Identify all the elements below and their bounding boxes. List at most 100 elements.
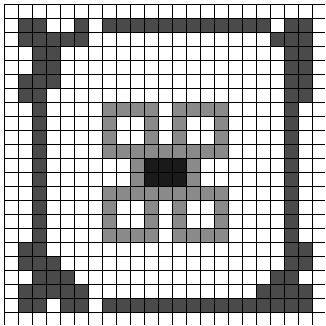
grid-cell[interactable]: [271, 215, 284, 228]
grid-cell[interactable]: [145, 173, 158, 186]
grid-cell[interactable]: [285, 75, 298, 88]
grid-cell[interactable]: [299, 103, 312, 116]
grid-cell[interactable]: [215, 19, 228, 32]
grid-cell[interactable]: [117, 103, 130, 116]
grid-cell[interactable]: [257, 19, 270, 32]
grid-cell[interactable]: [145, 47, 158, 60]
grid-cell[interactable]: [19, 61, 32, 74]
grid-cell[interactable]: [75, 201, 88, 214]
grid-cell[interactable]: [19, 285, 32, 298]
grid-cell[interactable]: [215, 5, 228, 18]
grid-cell[interactable]: [271, 89, 284, 102]
grid-cell[interactable]: [47, 285, 60, 298]
grid-cell[interactable]: [257, 5, 270, 18]
grid-cell[interactable]: [145, 75, 158, 88]
grid-cell[interactable]: [257, 285, 270, 298]
grid-cell[interactable]: [187, 159, 200, 172]
grid-cell[interactable]: [89, 271, 102, 284]
grid-cell[interactable]: [271, 103, 284, 116]
grid-cell[interactable]: [47, 271, 60, 284]
grid-cell[interactable]: [201, 89, 214, 102]
grid-cell[interactable]: [131, 47, 144, 60]
grid-cell[interactable]: [75, 75, 88, 88]
grid-cell[interactable]: [299, 5, 312, 18]
grid-cell[interactable]: [159, 257, 172, 270]
grid-cell[interactable]: [215, 285, 228, 298]
grid-cell[interactable]: [173, 257, 186, 270]
grid-cell[interactable]: [75, 19, 88, 32]
grid-cell[interactable]: [313, 243, 326, 256]
grid-cell[interactable]: [201, 201, 214, 214]
grid-cell[interactable]: [75, 243, 88, 256]
grid-cell[interactable]: [271, 187, 284, 200]
grid-cell[interactable]: [243, 243, 256, 256]
grid-cell[interactable]: [271, 159, 284, 172]
grid-cell[interactable]: [257, 215, 270, 228]
grid-cell[interactable]: [215, 173, 228, 186]
grid-cell[interactable]: [89, 75, 102, 88]
grid-cell[interactable]: [215, 75, 228, 88]
grid-cell[interactable]: [75, 47, 88, 60]
grid-cell[interactable]: [159, 187, 172, 200]
grid-cell[interactable]: [159, 131, 172, 144]
grid-cell[interactable]: [313, 75, 326, 88]
grid-cell[interactable]: [33, 313, 46, 326]
grid-cell[interactable]: [47, 299, 60, 312]
grid-cell[interactable]: [229, 187, 242, 200]
grid-cell[interactable]: [215, 257, 228, 270]
grid-cell[interactable]: [201, 229, 214, 242]
grid-cell[interactable]: [145, 145, 158, 158]
grid-cell[interactable]: [313, 229, 326, 242]
grid-cell[interactable]: [215, 229, 228, 242]
grid-cell[interactable]: [187, 173, 200, 186]
grid-cell[interactable]: [117, 33, 130, 46]
grid-cell[interactable]: [313, 313, 326, 326]
grid-cell[interactable]: [229, 61, 242, 74]
grid-cell[interactable]: [285, 187, 298, 200]
grid-cell[interactable]: [313, 117, 326, 130]
grid-cell[interactable]: [285, 285, 298, 298]
grid-cell[interactable]: [117, 187, 130, 200]
grid-cell[interactable]: [61, 33, 74, 46]
grid-cell[interactable]: [89, 145, 102, 158]
grid-cell[interactable]: [33, 299, 46, 312]
grid-cell[interactable]: [103, 89, 116, 102]
grid-cell[interactable]: [131, 173, 144, 186]
grid-cell[interactable]: [89, 187, 102, 200]
grid-cell[interactable]: [271, 75, 284, 88]
grid-cell[interactable]: [5, 75, 18, 88]
grid-cell[interactable]: [89, 173, 102, 186]
grid-cell[interactable]: [103, 75, 116, 88]
grid-cell[interactable]: [131, 215, 144, 228]
grid-cell[interactable]: [285, 33, 298, 46]
grid-cell[interactable]: [117, 75, 130, 88]
grid-cell[interactable]: [89, 285, 102, 298]
grid-cell[interactable]: [61, 61, 74, 74]
grid-cell[interactable]: [215, 103, 228, 116]
grid-cell[interactable]: [173, 201, 186, 214]
grid-cell[interactable]: [5, 159, 18, 172]
grid-cell[interactable]: [103, 131, 116, 144]
grid-cell[interactable]: [89, 229, 102, 242]
grid-cell[interactable]: [173, 89, 186, 102]
grid-cell[interactable]: [89, 61, 102, 74]
grid-cell[interactable]: [285, 229, 298, 242]
grid-cell[interactable]: [33, 131, 46, 144]
grid-cell[interactable]: [47, 61, 60, 74]
grid-cell[interactable]: [187, 285, 200, 298]
grid-cell[interactable]: [103, 19, 116, 32]
grid-cell[interactable]: [257, 173, 270, 186]
grid-cell[interactable]: [187, 131, 200, 144]
grid-cell[interactable]: [75, 215, 88, 228]
grid-cell[interactable]: [187, 145, 200, 158]
grid-cell[interactable]: [159, 243, 172, 256]
grid-cell[interactable]: [159, 159, 172, 172]
grid-cell[interactable]: [103, 215, 116, 228]
grid-cell[interactable]: [61, 159, 74, 172]
grid-cell[interactable]: [117, 47, 130, 60]
grid-cell[interactable]: [285, 313, 298, 326]
grid-cell[interactable]: [313, 173, 326, 186]
grid-cell[interactable]: [201, 131, 214, 144]
grid-cell[interactable]: [229, 229, 242, 242]
grid-cell[interactable]: [299, 229, 312, 242]
